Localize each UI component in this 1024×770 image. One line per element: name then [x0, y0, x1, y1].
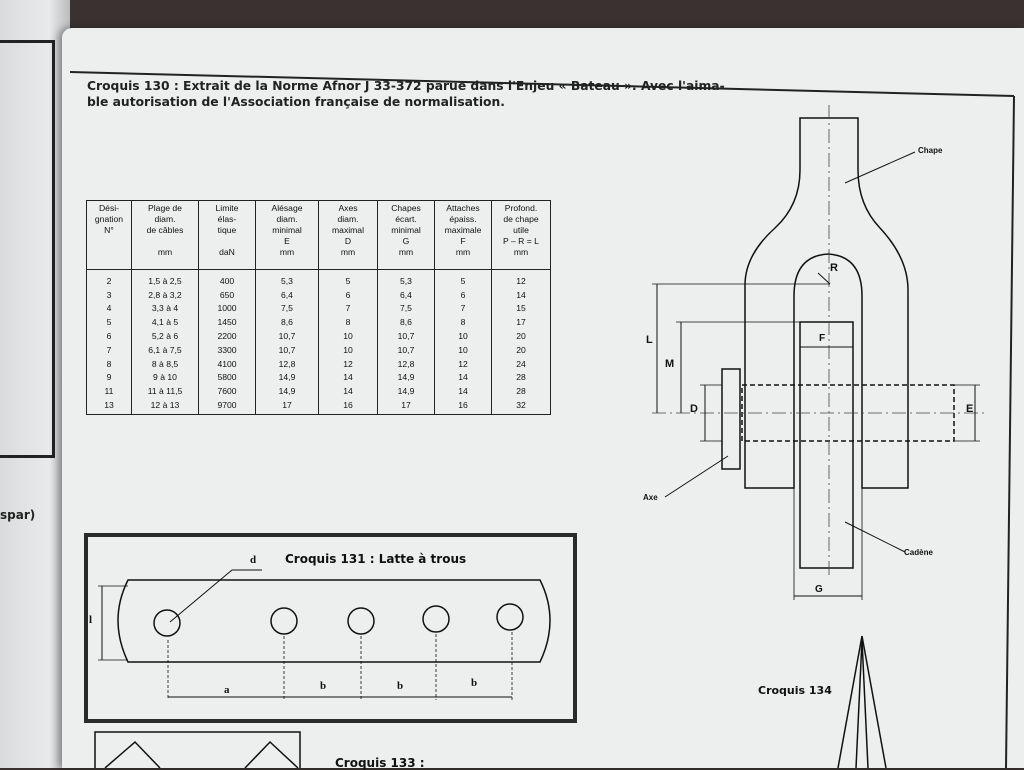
label-l: l [89, 614, 93, 626]
croquis133-title: Croquis 133 : [335, 756, 425, 770]
table-cell: 12 [491, 269, 551, 288]
table-cell: 20 [491, 342, 551, 357]
table-cell: 28 [491, 384, 551, 399]
label-F: F [819, 333, 826, 344]
label-R: R [830, 262, 838, 274]
caption-line-1: Croquis 130 : Extrait de la Norme Afnor … [87, 79, 725, 93]
label-cadene: Cadène [904, 548, 933, 557]
label-L: L [646, 334, 653, 346]
label-M: M [665, 358, 675, 370]
hole-5 [496, 603, 524, 631]
label-a: a [224, 684, 230, 696]
axe-head [721, 368, 741, 470]
croquis131-title: Croquis 131 : Latte à trous [285, 552, 467, 566]
label-chape: Chape [918, 146, 943, 155]
caption-line-2: ble autorisation de l'Association frança… [87, 95, 505, 109]
cadene [799, 321, 854, 569]
croquis134-title: Croquis 134 [758, 684, 832, 697]
table-cell: 14 [491, 287, 551, 302]
page-right-border [1005, 95, 1015, 768]
latte-outline [117, 579, 551, 663]
croquis134-fragment [837, 635, 887, 768]
croquis133-fragment [94, 731, 301, 768]
label-D: D [690, 403, 698, 415]
table-cell: 15 [491, 301, 551, 316]
label-b-2: b [397, 680, 404, 692]
label-b-3: b [471, 677, 478, 689]
label-b-1: b [320, 680, 327, 692]
left-page-frame [0, 40, 55, 458]
label-E: E [966, 403, 974, 415]
hole-4 [422, 605, 450, 633]
table-cell: 24 [491, 356, 551, 371]
caption-rule [69, 71, 1015, 97]
left-page: spar) [0, 0, 70, 768]
croquis131-frame [84, 533, 577, 723]
table-cell: 20 [491, 329, 551, 343]
table-cell: 32 [491, 398, 551, 415]
label-axe: Axe [643, 493, 658, 502]
shackle-drawing [652, 105, 985, 600]
hole-2 [270, 607, 298, 635]
hole-3 [347, 607, 375, 635]
table-cell: 17 [491, 315, 551, 330]
left-page-fragment: spar) [0, 508, 36, 522]
latte-drawing [98, 569, 551, 700]
label-d: d [250, 554, 257, 566]
chape-outline [744, 117, 909, 489]
table-cell: 28 [491, 370, 551, 385]
label-G: G [815, 584, 823, 595]
caption-croquis-130: Croquis 130 : Extrait de la Norme Afnor … [87, 78, 727, 110]
hole-1 [153, 609, 181, 637]
